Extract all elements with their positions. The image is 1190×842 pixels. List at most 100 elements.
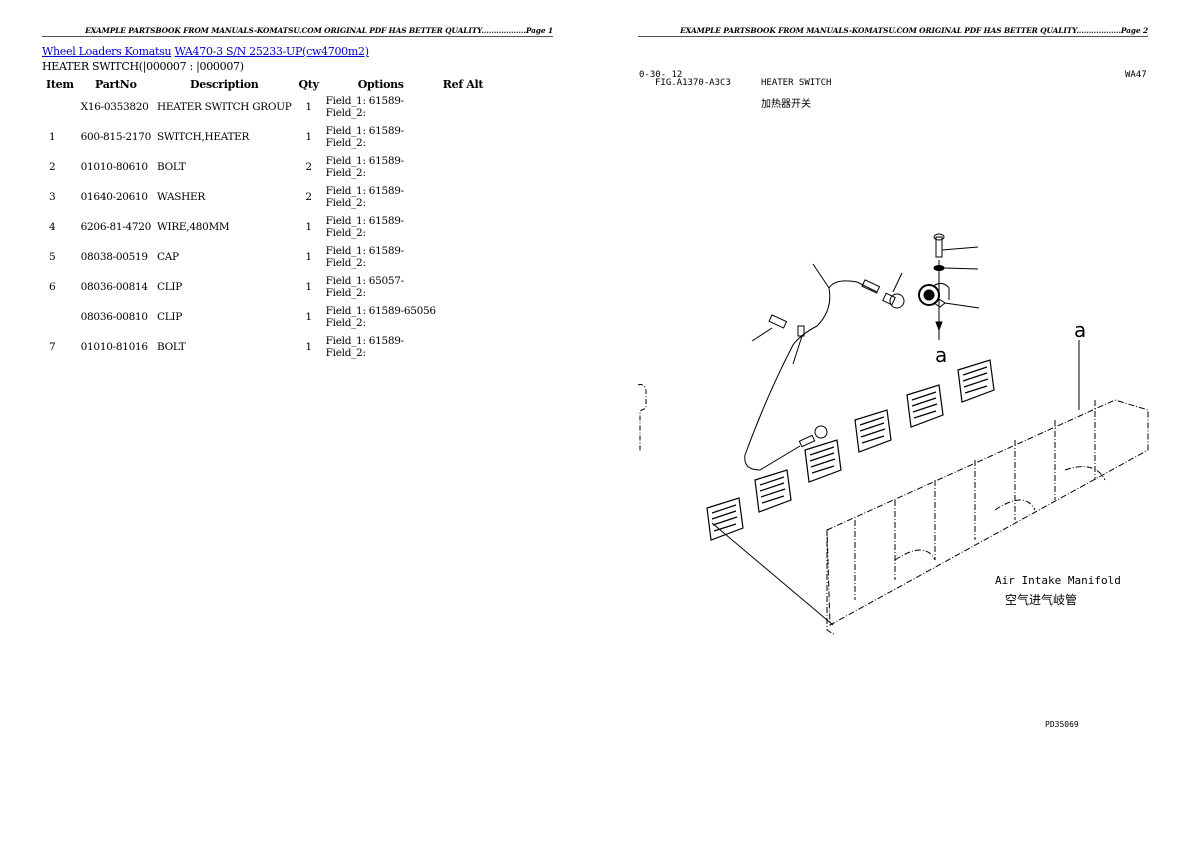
part-number: 01010-81016 <box>80 341 148 353</box>
part-description: BOLT <box>156 341 186 353</box>
part-qty: 1 <box>305 341 312 353</box>
ref-alt <box>439 242 487 272</box>
part-number: 6206-81-4720 <box>80 221 152 233</box>
part-qty: 2 <box>305 161 312 173</box>
item-number: 2 <box>49 161 56 173</box>
table-row: 2 01010-80610 BOLT 2 Field_1: 61589-Fiel… <box>42 152 487 182</box>
option-field-2: Field_2: <box>325 227 366 239</box>
table-row: 5 08038-00519 CAP 1 Field_1: 61589-Field… <box>42 242 487 272</box>
col-partno: PartNo <box>95 77 137 91</box>
page-header: EXAMPLE PARTSBOOK FROM MANUALS-KOMATSU.C… <box>85 26 553 35</box>
breadcrumb: Wheel Loaders Komatsu WA470-3 S/N 25233-… <box>42 45 369 58</box>
breadcrumb-link-model[interactable]: WA470-3 S/N 25233-UP(cw4700m2) <box>174 45 369 58</box>
part-options: Field_1: 61589-Field_2: <box>323 122 439 152</box>
col-qty: Qty <box>298 77 319 91</box>
col-description: Description <box>190 77 259 91</box>
part-options: Field_1: 65057-Field_2: <box>323 272 439 302</box>
part-options: Field_1: 61589-Field_2: <box>323 152 439 182</box>
part-qty: 2 <box>305 191 312 203</box>
col-options: Options <box>357 77 404 91</box>
part-qty: 1 <box>305 281 312 293</box>
ref-alt <box>439 92 487 122</box>
part-number: 600-815-2170 <box>80 131 152 143</box>
part-qty: 1 <box>305 311 312 323</box>
figure-ref-code: 0-30- 12 <box>639 70 683 80</box>
page-2: EXAMPLE PARTSBOOK FROM MANUALS-KOMATSU.C… <box>595 0 1190 842</box>
part-options: Field_1: 61589-Field_2: <box>323 182 439 212</box>
callout-a-1: a <box>935 343 947 367</box>
option-field-1: Field_1: 61589- <box>325 184 405 197</box>
option-field-1: Field_1: 61589- <box>325 244 405 257</box>
part-description: WIRE,480MM <box>156 221 230 233</box>
ref-alt <box>439 122 487 152</box>
header-rule <box>42 36 553 37</box>
part-description: CLIP <box>156 281 183 293</box>
header-rule <box>638 36 1148 37</box>
table-row: X16-0353820 HEATER SWITCH GROUP 1 Field_… <box>42 92 487 122</box>
option-field-2: Field_2: <box>325 347 366 359</box>
table-row: 1 600-815-2170 SWITCH,HEATER 1 Field_1: … <box>42 122 487 152</box>
option-field-1: Field_1: 61589-65056 <box>325 304 436 317</box>
item-number: 6 <box>49 281 56 293</box>
option-field-2: Field_2: <box>325 197 366 209</box>
ref-alt <box>439 302 487 332</box>
part-number: X16-0353820 <box>80 101 149 113</box>
manifold-label-en: Air Intake Manifold <box>995 574 1121 587</box>
table-row: 4 6206-81-4720 WIRE,480MM 1 Field_1: 615… <box>42 212 487 242</box>
option-field-1: Field_1: 61589- <box>325 124 405 137</box>
manifold-label-cn: 空气进气岐管 <box>1005 592 1077 607</box>
part-qty: 1 <box>305 221 312 233</box>
part-qty: 1 <box>305 101 312 113</box>
model-code: WA47 <box>1125 70 1147 80</box>
exploded-parts-diagram: a a Air Intake Manifold 空气进气岐管 <box>637 233 1149 636</box>
part-description: BOLT <box>156 161 186 173</box>
part-number: 08036-00810 <box>80 311 148 323</box>
option-field-2: Field_2: <box>325 107 366 119</box>
col-item: Item <box>46 77 74 91</box>
item-number <box>42 302 78 332</box>
part-number: 01640-20610 <box>80 191 148 203</box>
page-1: EXAMPLE PARTSBOOK FROM MANUALS-KOMATSU.C… <box>42 26 553 362</box>
part-description: CLIP <box>156 311 183 323</box>
part-options: Field_1: 61589-Field_2: <box>323 242 439 272</box>
item-number: 3 <box>49 191 56 203</box>
item-number: 5 <box>49 251 56 263</box>
group-title: HEATER SWITCH(|000007 : |000007) <box>42 60 244 73</box>
part-number: 08038-00519 <box>80 251 148 263</box>
ref-alt <box>439 152 487 182</box>
option-field-2: Field_2: <box>325 167 366 179</box>
option-field-2: Field_2: <box>325 137 366 149</box>
option-field-1: Field_1: 61589- <box>325 214 405 227</box>
part-options: Field_1: 61589-Field_2: <box>323 212 439 242</box>
item-number: 1 <box>49 131 56 143</box>
option-field-1: Field_1: 61589- <box>325 94 405 107</box>
option-field-2: Field_2: <box>325 317 366 329</box>
ref-alt <box>439 212 487 242</box>
table-header-row: Item PartNo Description Qty Options Ref … <box>42 76 487 92</box>
part-description: CAP <box>156 251 179 263</box>
item-number: 4 <box>49 221 56 233</box>
part-number: 08036-00814 <box>80 281 148 293</box>
ref-alt <box>439 182 487 212</box>
option-field-2: Field_2: <box>325 257 366 269</box>
table-row: 3 01640-20610 WASHER 2 Field_1: 61589-Fi… <box>42 182 487 212</box>
option-field-1: Field_1: 61589- <box>325 154 405 167</box>
drawing-number: PD35069 <box>1045 720 1079 729</box>
ref-alt <box>439 332 487 362</box>
table-row: 6 08036-00814 CLIP 1 Field_1: 65057-Fiel… <box>42 272 487 302</box>
item-number: 7 <box>49 341 56 353</box>
breadcrumb-link-category[interactable]: Wheel Loaders Komatsu <box>42 45 172 58</box>
part-number: 01010-80610 <box>80 161 148 173</box>
table-row: 7 01010-81016 BOLT 1 Field_1: 61589-Fiel… <box>42 332 487 362</box>
option-field-1: Field_1: 65057- <box>325 274 405 287</box>
option-field-2: Field_2: <box>325 287 366 299</box>
figure-title-en: HEATER SWITCH <box>761 78 832 88</box>
part-description: WASHER <box>156 191 205 203</box>
part-description: HEATER SWITCH GROUP <box>156 101 292 113</box>
ref-alt <box>439 272 487 302</box>
figure-title-cn: 加热器开关 <box>761 99 811 110</box>
item-number <box>42 92 78 122</box>
part-description: SWITCH,HEATER <box>156 131 250 143</box>
